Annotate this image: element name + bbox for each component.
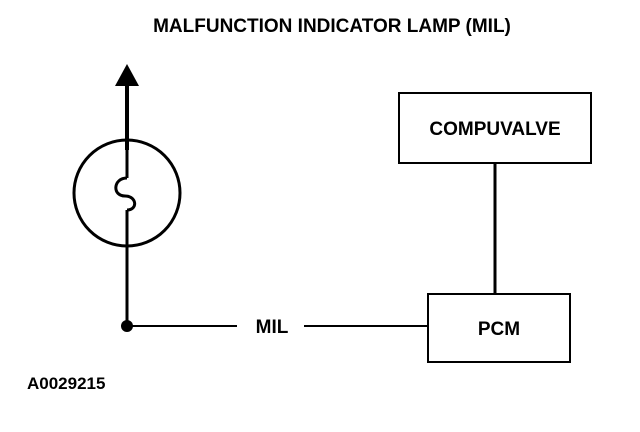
pcm-box	[427, 293, 571, 363]
lamp-bulb-icon	[72, 138, 182, 248]
mil-wire-label: MIL	[256, 317, 289, 338]
reference-code: A0029215	[27, 374, 105, 393]
pcm-label: PCM	[478, 319, 520, 340]
diagram-title: MALFUNCTION INDICATOR LAMP (MIL)	[153, 16, 511, 37]
arrow-up-icon	[115, 64, 139, 150]
compuvalve-label: COMPUVALVE	[429, 119, 560, 140]
